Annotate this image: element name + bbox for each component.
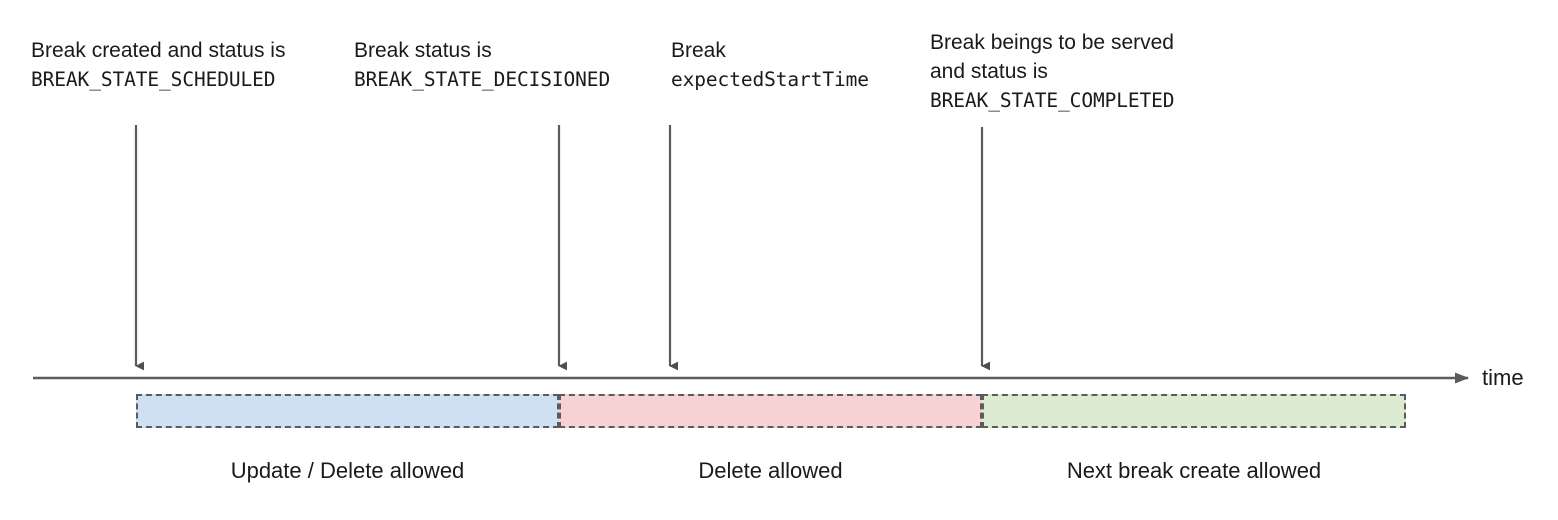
annotation-break-completed: Break beings to be served and status is … (930, 28, 1175, 115)
phase-caption-next-break-create: Next break create allowed (1066, 458, 1322, 483)
phase-bar-delete-only (559, 394, 982, 428)
annotation-expected-start-time: Break expectedStartTime (671, 36, 869, 94)
annotation-break-created: Break created and status is BREAK_STATE_… (31, 36, 285, 94)
annotation-line-code: BREAK_STATE_COMPLETED (930, 89, 1175, 112)
axis-label-time: time (1482, 365, 1524, 390)
phase-bars-group (136, 394, 1406, 428)
annotation-break-decisioned: Break status is BREAK_STATE_DECISIONED (354, 36, 610, 94)
annotation-line: Break created and status is (31, 39, 286, 62)
phase-bar-update-delete (136, 394, 559, 428)
annotation-line-code: BREAK_STATE_SCHEDULED (31, 68, 276, 91)
annotation-line: Break status is (354, 39, 492, 62)
annotation-line-code: expectedStartTime (671, 68, 869, 91)
phase-caption-delete-only: Delete allowed (698, 458, 843, 483)
phase-bar-next-break-create (982, 394, 1406, 428)
annotation-line-code: BREAK_STATE_DECISIONED (354, 68, 611, 91)
annotation-line: and status is (930, 60, 1048, 83)
annotation-line: Break beings to be served (930, 31, 1174, 54)
phase-caption-update-delete: Update / Delete allowed (230, 458, 465, 483)
annotation-line: Break (671, 39, 726, 62)
